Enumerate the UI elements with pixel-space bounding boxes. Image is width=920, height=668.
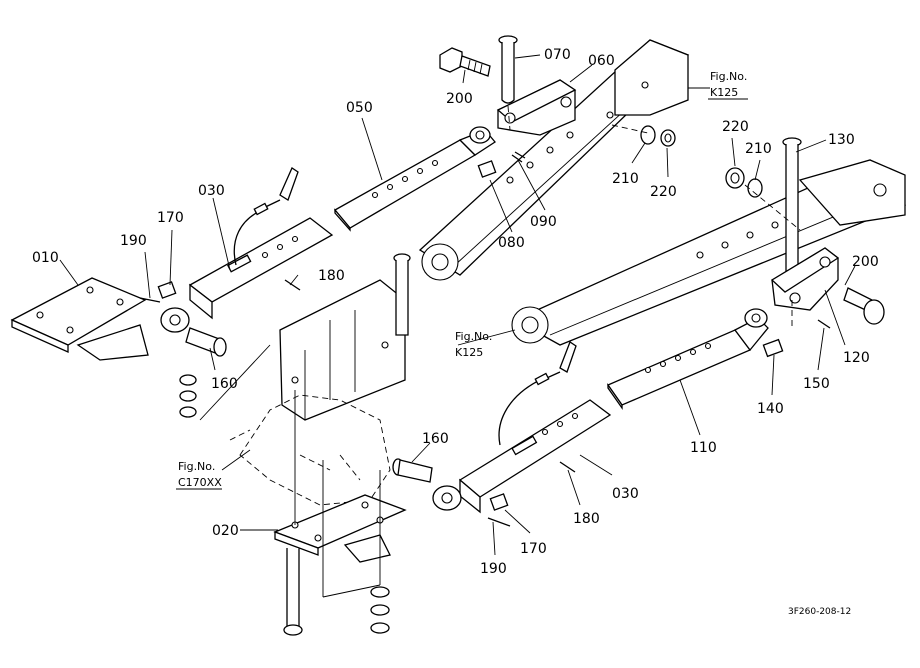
- label-160-upper: 160: [211, 376, 238, 392]
- drawing-code: 3F260-208-12: [788, 607, 851, 617]
- pin-180-upper: [284, 279, 301, 291]
- label-220-upper: 220: [650, 184, 677, 200]
- pin-090: [511, 151, 526, 163]
- label-150: 150: [803, 376, 830, 392]
- pin-150: [817, 319, 831, 329]
- label-140: 140: [757, 401, 784, 417]
- bracket-120: [770, 247, 840, 311]
- block-170-lower: [489, 493, 509, 511]
- assembly-lines: [199, 105, 801, 598]
- pin-160-upper: [185, 327, 227, 357]
- label-210-upper: 210: [612, 171, 639, 187]
- upper-check-rod-050: [333, 126, 496, 232]
- label-180-upper: 180: [318, 268, 345, 284]
- leader-lines: [59, 54, 856, 556]
- frame-c170xx: [229, 279, 406, 506]
- upper-bracket-060: [496, 79, 577, 136]
- washer-stack-lower: [370, 586, 390, 634]
- lower-turnbuckle-030: [432, 341, 612, 514]
- pin-190-upper: [139, 297, 161, 303]
- lower-check-rod-110: [607, 308, 769, 411]
- label-170-upper: 170: [157, 210, 184, 226]
- plate-020: [273, 494, 407, 563]
- upper-turnbuckle-030: [160, 167, 334, 333]
- pin-180-lower: [559, 461, 576, 473]
- label-060: 060: [588, 53, 615, 69]
- label-210-right: 210: [745, 141, 772, 157]
- label-030-upper: 030: [198, 183, 225, 199]
- block-080: [477, 160, 497, 178]
- lower-link-arm: [511, 159, 907, 346]
- washer-stack-upper: [179, 374, 197, 418]
- plate-010: [10, 277, 149, 361]
- figref-k125-upper-code: K125: [710, 86, 738, 99]
- washer-210-right: [747, 178, 763, 198]
- bolt-vertical: [393, 253, 411, 336]
- label-120: 120: [843, 350, 870, 366]
- part-labels: 010 020 030 030 050 060 070 080 090 110 …: [32, 47, 879, 577]
- figref-k125-lower-title: Fig.No.: [455, 330, 492, 343]
- bolt-200-right: [843, 287, 885, 325]
- label-030-lower: 030: [612, 486, 639, 502]
- label-200-right: 200: [852, 254, 879, 270]
- bolt-020-lower: [283, 548, 303, 636]
- label-090: 090: [530, 214, 557, 230]
- washer-210-upper: [640, 125, 656, 145]
- label-110: 110: [690, 440, 717, 456]
- label-180-lower: 180: [573, 511, 600, 527]
- label-070: 070: [544, 47, 571, 63]
- label-020: 020: [212, 523, 239, 539]
- bolt-200-upper: [439, 47, 491, 77]
- label-170-lower: 170: [520, 541, 547, 557]
- pin-160-lower: [392, 458, 433, 483]
- block-140: [762, 338, 784, 358]
- label-200-upper: 200: [446, 91, 473, 107]
- label-050: 050: [346, 100, 373, 116]
- block-170-upper: [157, 281, 177, 299]
- upper-lower-link-arm: [418, 39, 690, 281]
- label-130: 130: [828, 132, 855, 148]
- pin-190-lower: [487, 517, 511, 527]
- label-080: 080: [498, 235, 525, 251]
- figref-c170xx-title: Fig.No.: [178, 460, 215, 473]
- label-220-right: 220: [722, 119, 749, 135]
- pin-070: [498, 35, 518, 104]
- label-010: 010: [32, 250, 59, 266]
- figref-k125-upper-title: Fig.No.: [710, 70, 747, 83]
- figure-references: Fig.No. K125 Fig.No. K125 Fig.No. C170XX: [176, 70, 748, 490]
- figref-k125-lower-code: K125: [455, 346, 483, 359]
- label-190-upper: 190: [120, 233, 147, 249]
- label-160-lower: 160: [422, 431, 449, 447]
- label-190-lower: 190: [480, 561, 507, 577]
- figref-c170xx-code: C170XX: [178, 476, 222, 489]
